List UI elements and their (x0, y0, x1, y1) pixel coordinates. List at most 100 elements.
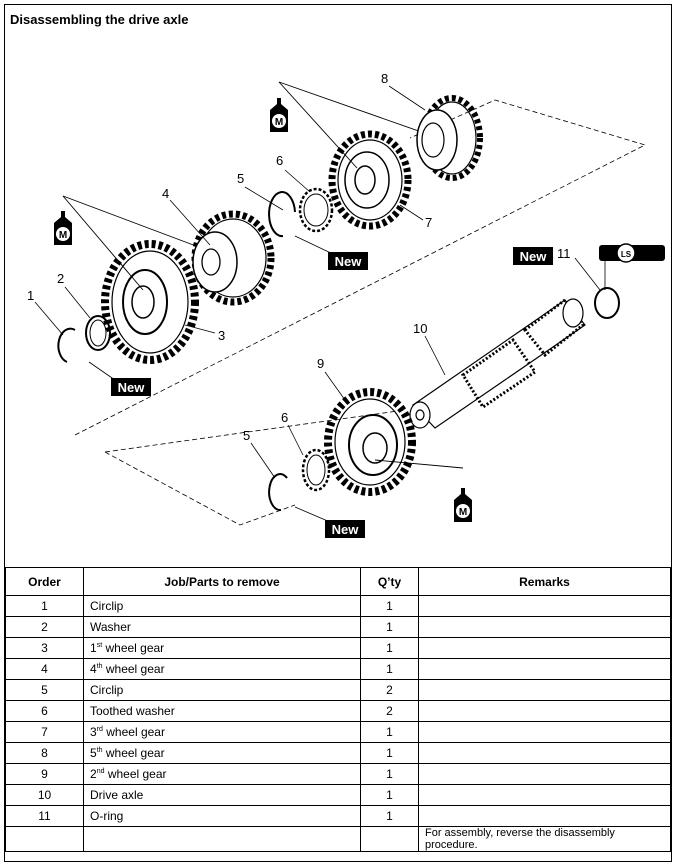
callout-9: 9 (317, 356, 324, 371)
table-row: For assembly, reverse the disassembly pr… (5, 826, 671, 852)
order-cell: 8 (5, 742, 84, 764)
third-wheel-gear (328, 130, 412, 230)
remarks-cell (418, 784, 671, 806)
table-row: 11 O-ring 1 (5, 805, 671, 827)
molybdenum-oil-icon: M (454, 488, 472, 522)
job-cell: O-ring (83, 805, 361, 827)
new-part-badge: New (513, 247, 553, 265)
svg-text:New: New (520, 249, 548, 264)
fifth-wheel-gear (416, 95, 483, 181)
callout-6: 6 (276, 153, 283, 168)
qty-cell: 1 (360, 721, 419, 743)
svg-text:LS: LS (621, 250, 632, 259)
qty-cell: 1 (360, 658, 419, 680)
table-row: 9 2nd wheel gear 1 (5, 763, 671, 785)
remarks-cell (418, 679, 671, 701)
new-part-badge: New (111, 378, 151, 396)
svg-text:M: M (459, 507, 467, 518)
qty-cell: 1 (360, 763, 419, 785)
qty-cell: 1 (360, 784, 419, 806)
order-cell: 9 (5, 763, 84, 785)
job-cell: 1st wheel gear (83, 637, 361, 659)
first-wheel-gear (101, 240, 199, 364)
table-row: 10 Drive axle 1 (5, 784, 671, 806)
job-cell: 5th wheel gear (83, 742, 361, 764)
fourth-wheel-gear (191, 210, 275, 306)
remarks-cell (418, 595, 671, 617)
svg-text:M: M (59, 230, 67, 241)
callout-5: 5 (237, 171, 244, 186)
callout-11: 11 (557, 246, 571, 261)
page-title: Disassembling the drive axle (10, 12, 189, 27)
qty-cell: 2 (360, 700, 419, 722)
remarks-cell (418, 721, 671, 743)
assembly-remark: For assembly, reverse the disassembly pr… (418, 826, 671, 852)
exploded-view-diagram: M M M LS (27, 71, 665, 538)
table-row: 3 1st wheel gear 1 (5, 637, 671, 659)
table-row: 8 5th wheel gear 1 (5, 742, 671, 764)
callout-5-lower: 5 (243, 428, 250, 443)
table-row: 2 Washer 1 (5, 616, 671, 638)
order-cell: 10 (5, 784, 84, 806)
job-cell: 4th wheel gear (83, 658, 361, 680)
qty-cell: 1 (360, 595, 419, 617)
job-cell: 3rd wheel gear (83, 721, 361, 743)
remarks-cell (418, 700, 671, 722)
table-row: 5 Circlip 2 (5, 679, 671, 701)
job-cell: 2nd wheel gear (83, 763, 361, 785)
new-part-badge: New (325, 520, 365, 538)
order-cell: 2 (5, 616, 84, 638)
page-frame (4, 4, 672, 862)
order-cell: 5 (5, 679, 84, 701)
qty-cell: 1 (360, 637, 419, 659)
qty-cell: 1 (360, 616, 419, 638)
remarks-cell (418, 658, 671, 680)
order-cell: 6 (5, 700, 84, 722)
parts-removal-table: Order Job/Parts to remove Q’ty Remarks 1… (5, 567, 671, 852)
remarks-cell (418, 637, 671, 659)
remarks-cell (418, 805, 671, 827)
assembly-guide-lines (74, 99, 647, 526)
callout-3: 3 (218, 328, 225, 343)
circlip (57, 327, 76, 363)
new-part-badge: New (328, 252, 368, 270)
remarks-cell (418, 763, 671, 785)
molybdenum-oil-icon: M (270, 98, 288, 132)
qty-cell: 1 (360, 805, 419, 827)
callout-leader-lines (34, 85, 601, 523)
second-wheel-gear (324, 388, 416, 496)
order-cell: 11 (5, 805, 84, 827)
table-header-row: Order Job/Parts to remove Q’ty Remarks (5, 567, 671, 596)
remarks-cell (418, 616, 671, 638)
header-qty: Q’ty (360, 567, 419, 596)
qty-cell: 1 (360, 742, 419, 764)
callout-8: 8 (381, 71, 388, 86)
lubrication-leader-lines (62, 81, 464, 469)
job-cell: Circlip (83, 595, 361, 617)
order-cell: 3 (5, 637, 84, 659)
toothed-washer (301, 448, 331, 492)
remarks-cell (418, 742, 671, 764)
callout-2: 2 (57, 271, 64, 286)
drive-axle (409, 297, 586, 429)
callout-7: 7 (425, 215, 432, 230)
header-order: Order (5, 567, 84, 596)
table-row: 6 Toothed washer 2 (5, 700, 671, 722)
table-row: 1 Circlip 1 (5, 595, 671, 617)
order-cell: 4 (5, 658, 84, 680)
callout-4: 4 (162, 186, 169, 201)
order-cell: 7 (5, 721, 84, 743)
job-cell: Drive axle (83, 784, 361, 806)
lithium-soap-grease-icon: LS (599, 243, 665, 290)
svg-text:M: M (275, 117, 283, 128)
job-cell: Circlip (83, 679, 361, 701)
molybdenum-oil-icon: M (54, 211, 72, 245)
table-row: 7 3rd wheel gear 1 (5, 721, 671, 743)
circlip (268, 191, 296, 238)
header-job: Job/Parts to remove (83, 567, 361, 596)
svg-text:New: New (332, 522, 360, 537)
washer (85, 315, 111, 351)
o-ring (594, 287, 620, 319)
qty-cell: 2 (360, 679, 419, 701)
table-row: 4 4th wheel gear 1 (5, 658, 671, 680)
